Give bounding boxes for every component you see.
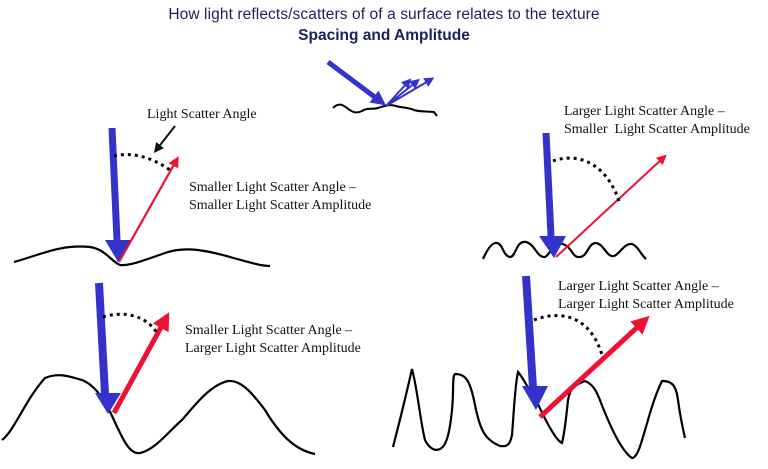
incident-arrow <box>522 275 537 389</box>
angle-arc <box>102 312 159 334</box>
surface-wave <box>1 374 316 456</box>
caption-line-2: Larger Light Scatter Amplitude <box>558 297 734 312</box>
incident-arrow <box>108 127 121 241</box>
rough-surface-line <box>332 103 438 117</box>
panel-bottom-left-caption: Smaller Light Scatter Angle – Larger Lig… <box>185 322 361 358</box>
caption-line-2: Smaller Light Scatter Amplitude <box>189 198 372 213</box>
incident-arrowhead <box>522 386 548 410</box>
light-scatter-angle-callout: Light Scatter Angle <box>147 107 257 122</box>
angle-arc <box>113 153 171 172</box>
surface-wave <box>481 240 647 260</box>
panel-top-right-caption: Larger Light Scatter Angle – Smaller Lig… <box>564 103 750 139</box>
incident-arrowhead <box>105 240 131 262</box>
surface-wave <box>391 368 687 460</box>
panel-bottom-left-graphic <box>1 282 316 456</box>
scatter-arrow <box>118 156 179 263</box>
panel-top-left-graphic <box>13 125 271 268</box>
surface-wave <box>13 245 271 268</box>
panel-top-left-caption: Smaller Light Scatter Angle – Smaller Li… <box>189 179 371 215</box>
incident-arrow <box>95 282 109 395</box>
incident-arrowhead <box>539 236 566 258</box>
title-line-1: How light reflects/scatters of of a surf… <box>168 6 600 23</box>
caption-line-1: Larger Light Scatter Angle – <box>558 279 719 294</box>
caption-line-1: Smaller Light Scatter Angle – <box>189 180 357 195</box>
caption-line-2: Larger Light Scatter Amplitude <box>185 341 361 356</box>
panel-bottom-right-graphic <box>391 275 687 460</box>
incident-arrow <box>542 132 555 237</box>
caption-line-2: Smaller Light Scatter Amplitude <box>564 122 750 137</box>
scatter-arrow <box>111 312 170 415</box>
header-scatter-illustration <box>326 60 438 117</box>
scatter-arrow <box>555 154 667 258</box>
scatter-arrow-3 <box>385 77 435 107</box>
angle-arc <box>552 156 621 202</box>
incident-arrowhead <box>95 393 121 414</box>
angle-arc <box>533 314 604 356</box>
panel-bottom-right-caption: Larger Light Scatter Angle – Larger Ligh… <box>558 278 734 314</box>
panel-top-right-graphic <box>481 132 667 260</box>
caption-line-1: Larger Light Scatter Angle – <box>564 104 725 119</box>
callout-arrow <box>153 125 176 153</box>
caption-line-1: Smaller Light Scatter Angle – <box>185 323 353 338</box>
scatter-arrow <box>538 315 650 419</box>
incident-arrow <box>326 60 386 106</box>
title-line-2: Spacing and Amplitude <box>298 27 470 44</box>
